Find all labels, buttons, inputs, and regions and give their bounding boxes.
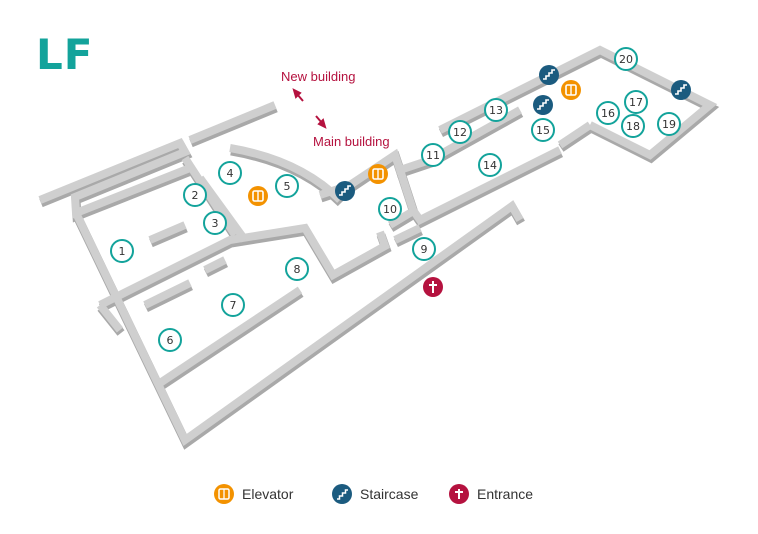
room-marker[interactable]: 2 xyxy=(183,183,207,207)
room-marker[interactable]: 18 xyxy=(621,114,645,138)
room-marker[interactable]: 1 xyxy=(110,239,134,263)
room-marker[interactable]: 6 xyxy=(158,328,182,352)
elevator-icon xyxy=(561,80,581,100)
elevator-icon xyxy=(214,484,234,504)
staircase-icon xyxy=(539,65,559,85)
room-marker[interactable]: 11 xyxy=(421,143,445,167)
room-marker[interactable]: 12 xyxy=(448,120,472,144)
room-marker[interactable]: 4 xyxy=(218,161,242,185)
room-marker[interactable]: 13 xyxy=(484,98,508,122)
main-building-label: Main building xyxy=(313,134,390,149)
walls xyxy=(38,45,720,450)
room-marker[interactable]: 10 xyxy=(378,197,402,221)
legend-staircase: Staircase xyxy=(332,483,418,505)
floor-title: LF xyxy=(36,30,94,79)
room-marker[interactable]: 17 xyxy=(624,90,648,114)
entrance-icon xyxy=(423,277,443,297)
room-marker[interactable]: 3 xyxy=(203,211,227,235)
elevator-icon xyxy=(248,186,268,206)
staircase-icon xyxy=(533,95,553,115)
staircase-icon xyxy=(335,181,355,201)
elevator-icon xyxy=(368,164,388,184)
room-marker[interactable]: 5 xyxy=(275,174,299,198)
room-marker[interactable]: 16 xyxy=(596,101,620,125)
legend-elevator: Elevator xyxy=(214,483,293,505)
room-marker[interactable]: 15 xyxy=(531,118,555,142)
legend-staircase-label: Staircase xyxy=(360,486,419,502)
legend-entrance: Entrance xyxy=(449,483,533,505)
new-building-label: New building xyxy=(281,69,356,84)
legend-entrance-label: Entrance xyxy=(477,486,534,502)
arrow-icon xyxy=(292,88,327,129)
room-marker[interactable]: 20 xyxy=(614,47,638,71)
legend-elevator-label: Elevator xyxy=(242,486,294,502)
entrance-icon xyxy=(449,484,469,504)
room-marker[interactable]: 14 xyxy=(478,153,502,177)
staircase-icon xyxy=(671,80,691,100)
room-marker[interactable]: 19 xyxy=(657,112,681,136)
room-marker[interactable]: 8 xyxy=(285,257,309,281)
staircase-icon xyxy=(332,484,352,504)
room-marker[interactable]: 7 xyxy=(221,293,245,317)
room-marker[interactable]: 9 xyxy=(412,237,436,261)
